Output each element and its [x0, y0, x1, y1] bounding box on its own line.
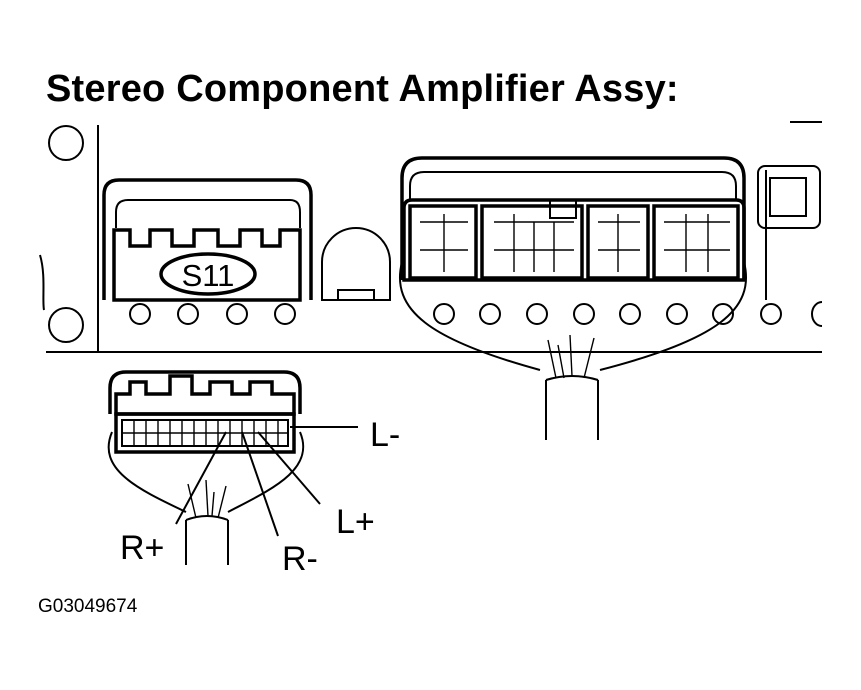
connector-holes-left — [129, 303, 296, 325]
pin-label-r-minus: R- — [282, 540, 318, 578]
s11-connector: S11 — [102, 178, 313, 302]
diagram-title: Stereo Component Amplifier Assy: — [46, 68, 679, 110]
side-square-outer — [757, 165, 821, 229]
pin-label-r-plus: R+ — [120, 529, 164, 567]
connector-holes-right — [433, 301, 823, 327]
small-connector — [108, 370, 302, 454]
large-connector-harness — [399, 261, 747, 440]
large-connector — [400, 156, 746, 282]
amplifier-housing — [39, 121, 822, 353]
mounting-hole-top — [48, 125, 84, 161]
mounting-hole-bottom — [48, 307, 84, 343]
figure-id: G03049674 — [38, 596, 138, 617]
pin-label-l-minus: L- — [370, 416, 400, 454]
small-connector-harness — [107, 431, 305, 565]
side-square-inner — [769, 177, 807, 217]
s11-label: S11 — [182, 258, 235, 293]
mounting-tab — [321, 227, 391, 301]
s11-label-oval — [159, 252, 257, 296]
leader-lines — [175, 426, 358, 537]
pin-label-l-plus: L+ — [336, 503, 375, 541]
